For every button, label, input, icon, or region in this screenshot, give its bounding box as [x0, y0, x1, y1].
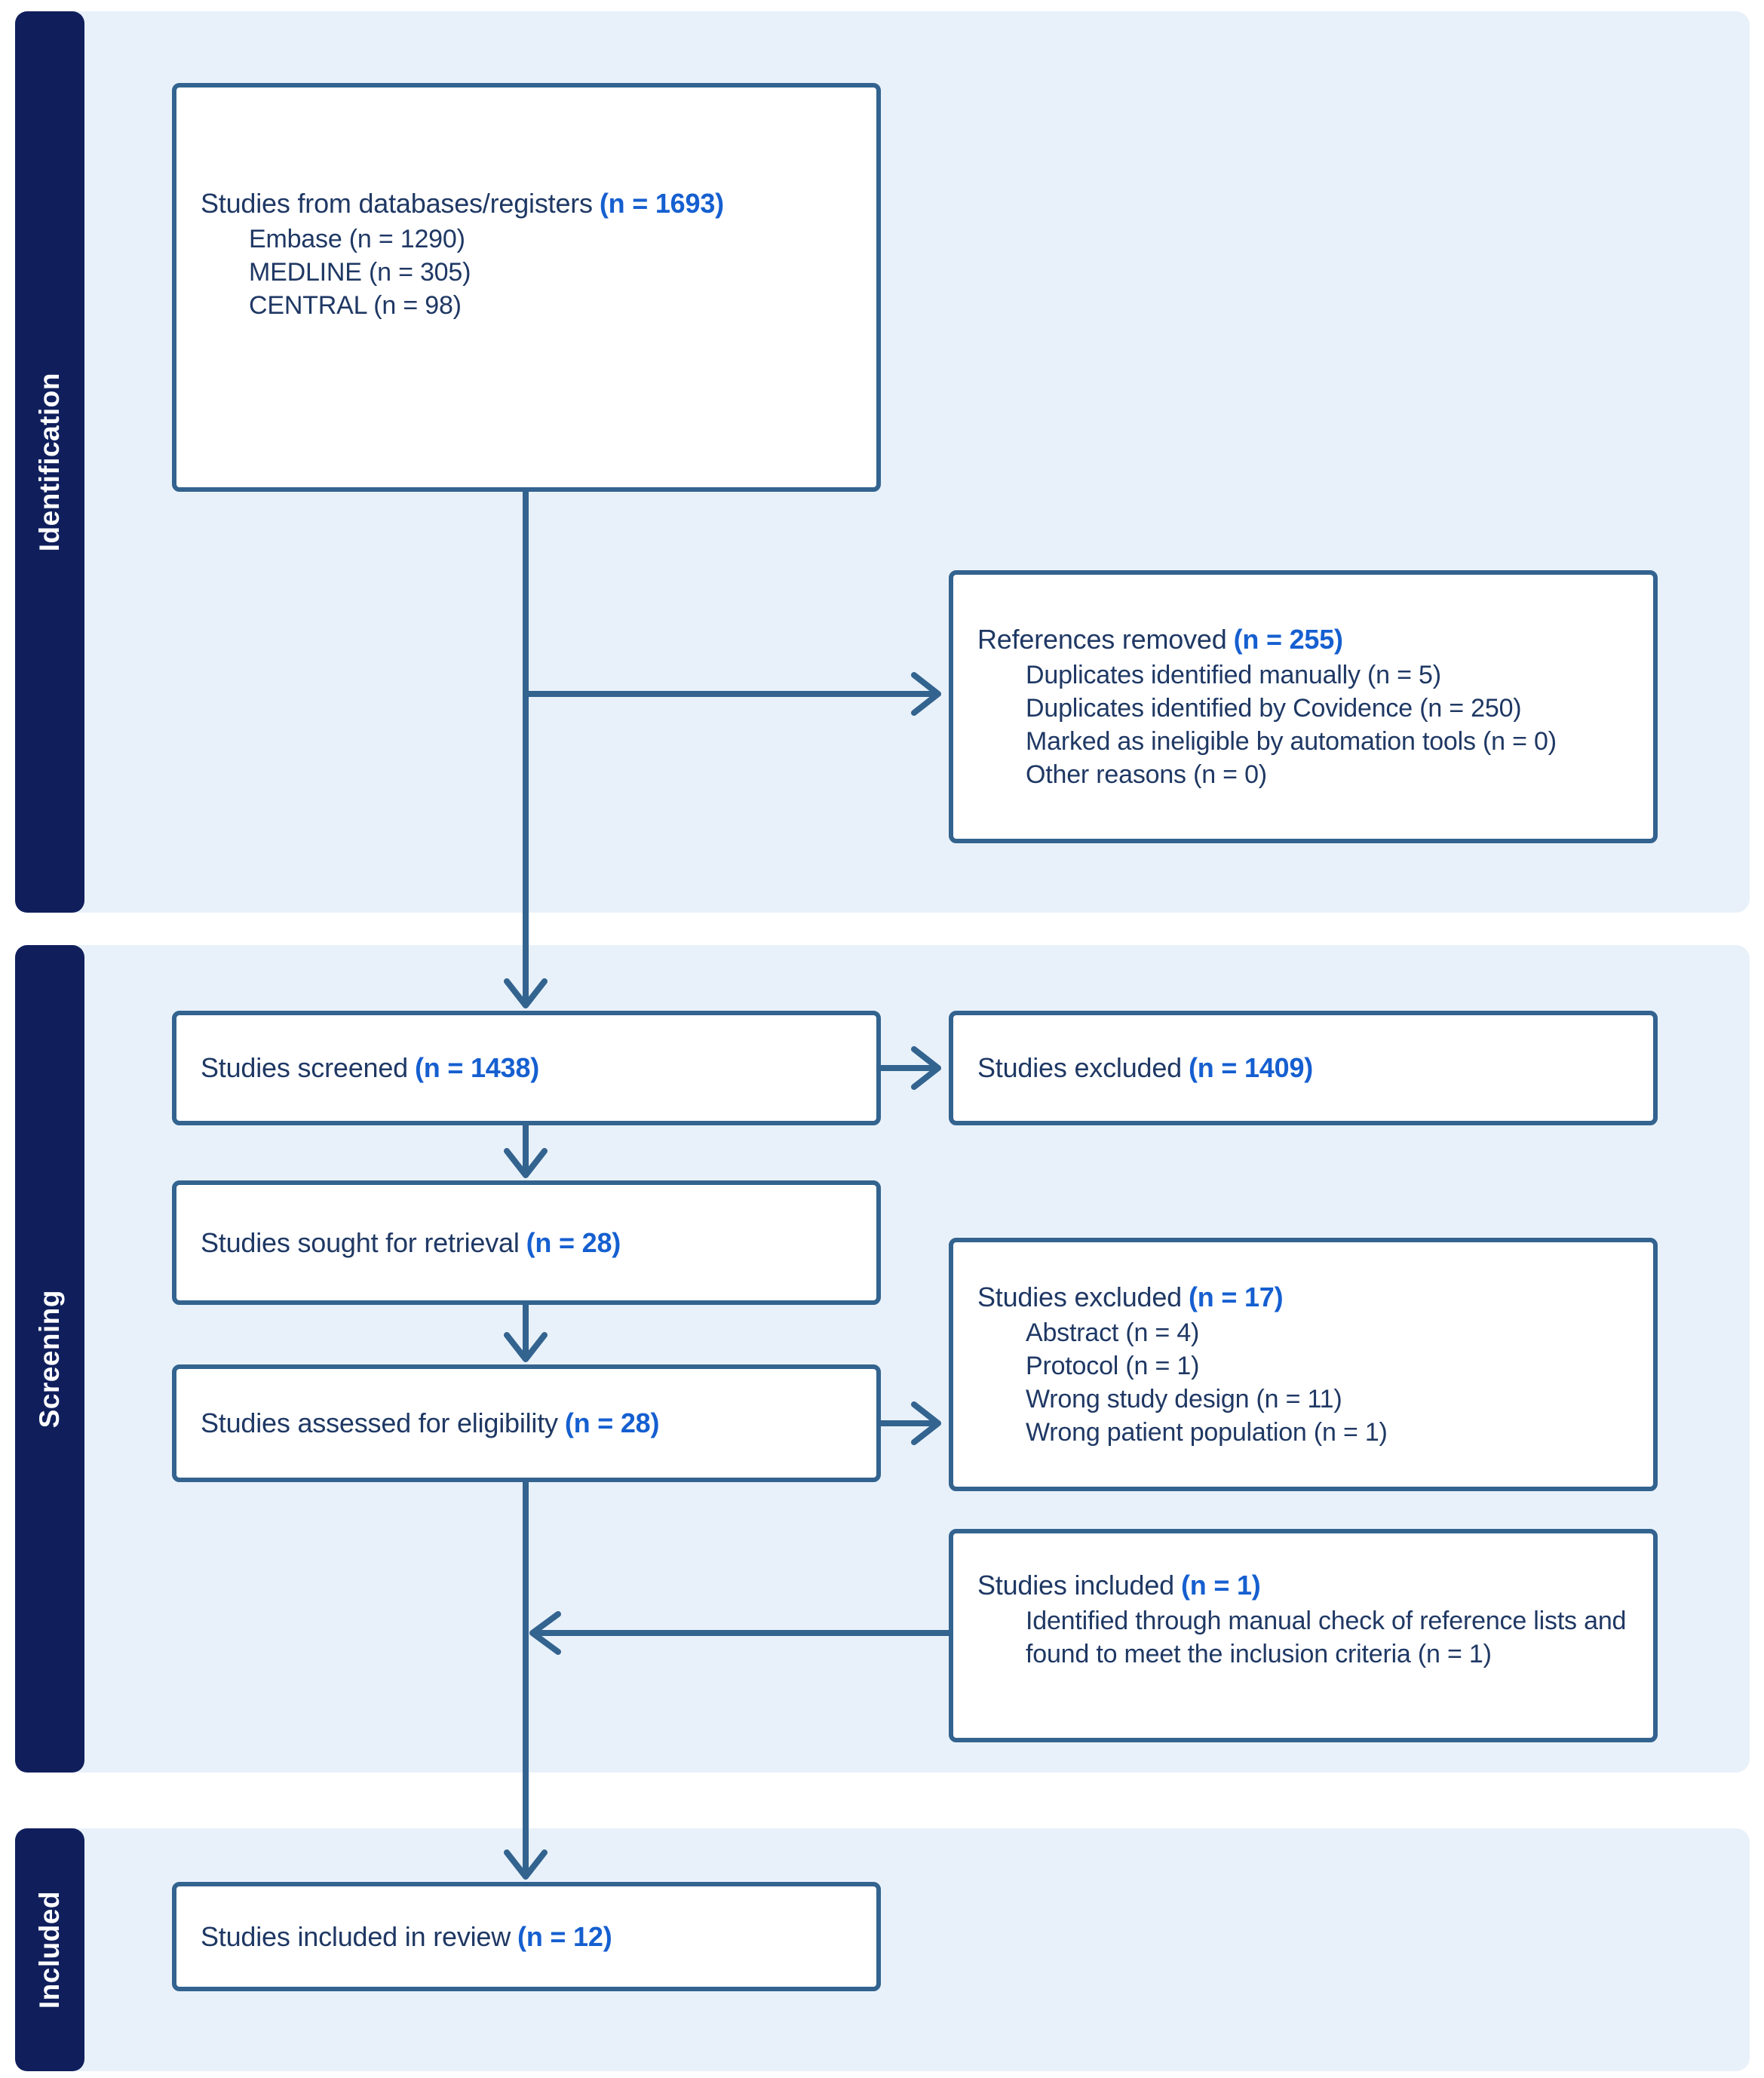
box-count: (n = 1693)	[599, 188, 724, 219]
list-item: Embase (n = 1290)	[249, 225, 465, 253]
box-excluded-eligibility-items: Abstract (n = 4) Protocol (n = 1) Wrong …	[1026, 1316, 1635, 1449]
box-count: (n = 255)	[1233, 624, 1343, 655]
list-item: MEDLINE (n = 305)	[249, 258, 471, 287]
list-item: Protocol (n = 1)	[1026, 1352, 1200, 1380]
box-screened-title: Studies screened(n = 1438)	[201, 1051, 858, 1085]
box-count: (n = 1)	[1180, 1569, 1261, 1601]
phase-label-included: Included	[34, 1890, 65, 2009]
box-excluded-screening: Studies excluded(n = 1409)	[949, 1011, 1658, 1125]
box-included-review: Studies included in review(n = 12)	[172, 1882, 881, 1991]
box-title-text: Studies from databases/registers	[201, 188, 593, 219]
box-included-manual-items: Identified through manual check of refer…	[1026, 1604, 1635, 1671]
box-sought: Studies sought for retrieval(n = 28)	[172, 1180, 881, 1305]
box-included-review-title: Studies included in review(n = 12)	[201, 1920, 858, 1954]
box-title-text: Studies included in review	[201, 1920, 511, 1952]
box-count: (n = 1409)	[1188, 1052, 1314, 1083]
box-references-removed-items: Duplicates identified manually (n = 5) D…	[1026, 658, 1635, 791]
box-excluded-eligibility-title: Studies excluded(n = 17)	[977, 1280, 1635, 1315]
box-references-removed: References removed(n = 255) Duplicates i…	[949, 570, 1658, 843]
list-item: Abstract (n = 4)	[1026, 1318, 1200, 1347]
box-included-manual: Studies included(n = 1) Identified throu…	[949, 1529, 1658, 1742]
list-item: Other reasons (n = 0)	[1026, 760, 1267, 789]
box-title-text: Studies included	[977, 1569, 1174, 1601]
box-references-removed-title: References removed(n = 255)	[977, 622, 1635, 657]
box-title-text: Studies assessed for eligibility	[201, 1407, 558, 1438]
box-screened: Studies screened(n = 1438)	[172, 1011, 881, 1125]
list-item: Wrong patient population (n = 1)	[1026, 1418, 1388, 1447]
box-included-manual-title: Studies included(n = 1)	[977, 1568, 1635, 1603]
box-title-text: Studies excluded	[977, 1281, 1182, 1312]
list-item: Marked as ineligible by automation tools…	[1026, 727, 1557, 756]
box-databases-title: Studies from databases/registers(n = 169…	[201, 186, 858, 221]
box-assessed: Studies assessed for eligibility(n = 28)	[172, 1364, 881, 1482]
box-excluded-eligibility: Studies excluded(n = 17) Abstract (n = 4…	[949, 1238, 1658, 1491]
box-assessed-title: Studies assessed for eligibility(n = 28)	[201, 1406, 858, 1441]
box-title-text: References removed	[977, 624, 1227, 655]
phase-tab-screening: Screening	[15, 945, 84, 1773]
box-title-text: Studies excluded	[977, 1052, 1182, 1083]
box-sought-title: Studies sought for retrieval(n = 28)	[201, 1226, 858, 1260]
list-item: CENTRAL (n = 98)	[249, 291, 462, 320]
box-count: (n = 12)	[517, 1920, 612, 1952]
list-item: Identified through manual check of refer…	[1026, 1606, 1627, 1668]
box-count: (n = 1438)	[414, 1052, 540, 1083]
box-databases: Studies from databases/registers(n = 169…	[172, 83, 881, 492]
list-item: Wrong study design (n = 11)	[1026, 1385, 1342, 1413]
box-count: (n = 28)	[526, 1226, 621, 1258]
list-item: Duplicates identified manually (n = 5)	[1026, 661, 1441, 689]
box-title-text: Studies screened	[201, 1052, 408, 1083]
box-excluded-screening-title: Studies excluded(n = 1409)	[977, 1051, 1635, 1085]
box-databases-items: Embase (n = 1290) MEDLINE (n = 305) CENT…	[249, 223, 858, 322]
phase-tab-included: Included	[15, 1828, 84, 2071]
box-count: (n = 17)	[1188, 1281, 1284, 1312]
phase-label-identification: Identification	[34, 372, 65, 552]
phase-label-screening: Screening	[34, 1289, 65, 1429]
box-title-text: Studies sought for retrieval	[201, 1226, 520, 1258]
phase-tab-identification: Identification	[15, 11, 84, 913]
list-item: Duplicates identified by Covidence (n = …	[1026, 694, 1522, 723]
box-count: (n = 28)	[564, 1407, 660, 1438]
